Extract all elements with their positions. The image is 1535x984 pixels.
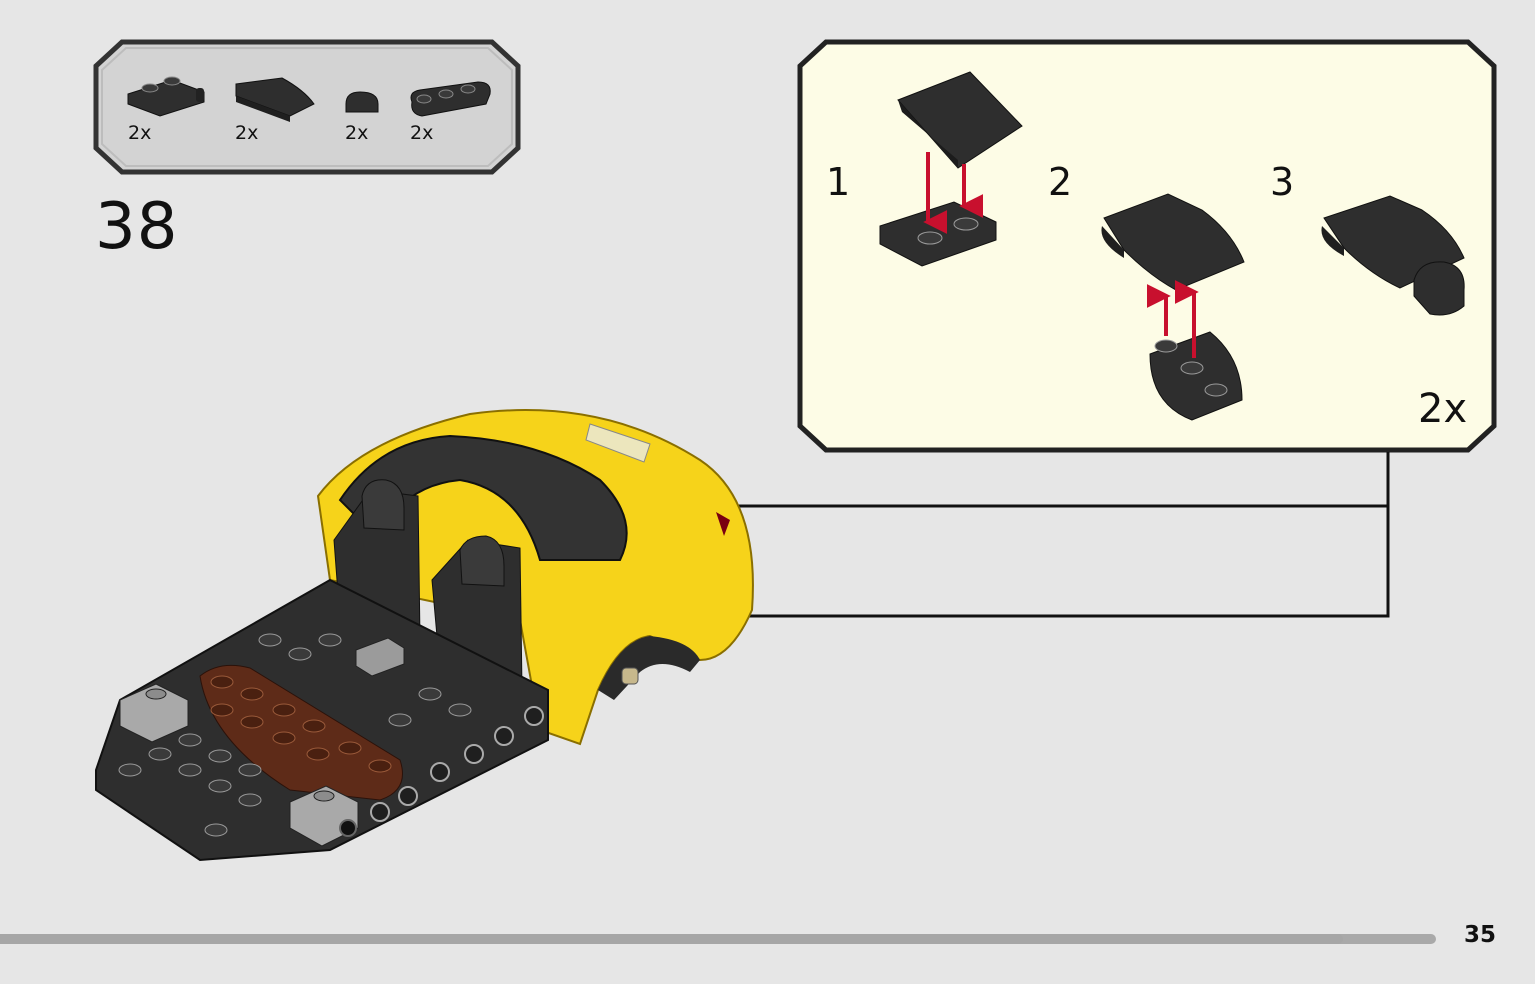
main-model-illustration xyxy=(95,409,754,862)
plate-1x3-rounded-icon xyxy=(410,81,491,117)
parts-list-panel xyxy=(93,39,521,175)
curved-slope-2x2-icon xyxy=(235,77,315,122)
page-progress-fill xyxy=(0,934,1343,944)
part-quantity-1: 2x xyxy=(128,122,152,144)
sub-assembly-callout xyxy=(797,39,1497,453)
sub-step-number-1: 1 xyxy=(826,160,851,204)
part-quantity-4: 2x xyxy=(410,122,434,144)
page-progress-bar xyxy=(0,934,1436,944)
plate-1x2-with-clips-icon xyxy=(127,76,205,117)
sub-step-1-illustration xyxy=(879,71,1023,267)
sub-assembly-multiplier: 2x xyxy=(1418,386,1468,432)
round-tile-1x1-half-icon xyxy=(345,91,379,113)
part-quantity-2: 2x xyxy=(235,122,259,144)
sub-step-2-illustration xyxy=(1101,193,1245,421)
sub-step-number-3: 3 xyxy=(1270,160,1295,204)
step-number: 38 xyxy=(95,190,179,264)
part-quantity-3: 2x xyxy=(345,122,369,144)
sub-step-3-illustration xyxy=(1321,195,1465,316)
sub-step-number-2: 2 xyxy=(1048,160,1073,204)
page-number: 35 xyxy=(1464,922,1497,948)
